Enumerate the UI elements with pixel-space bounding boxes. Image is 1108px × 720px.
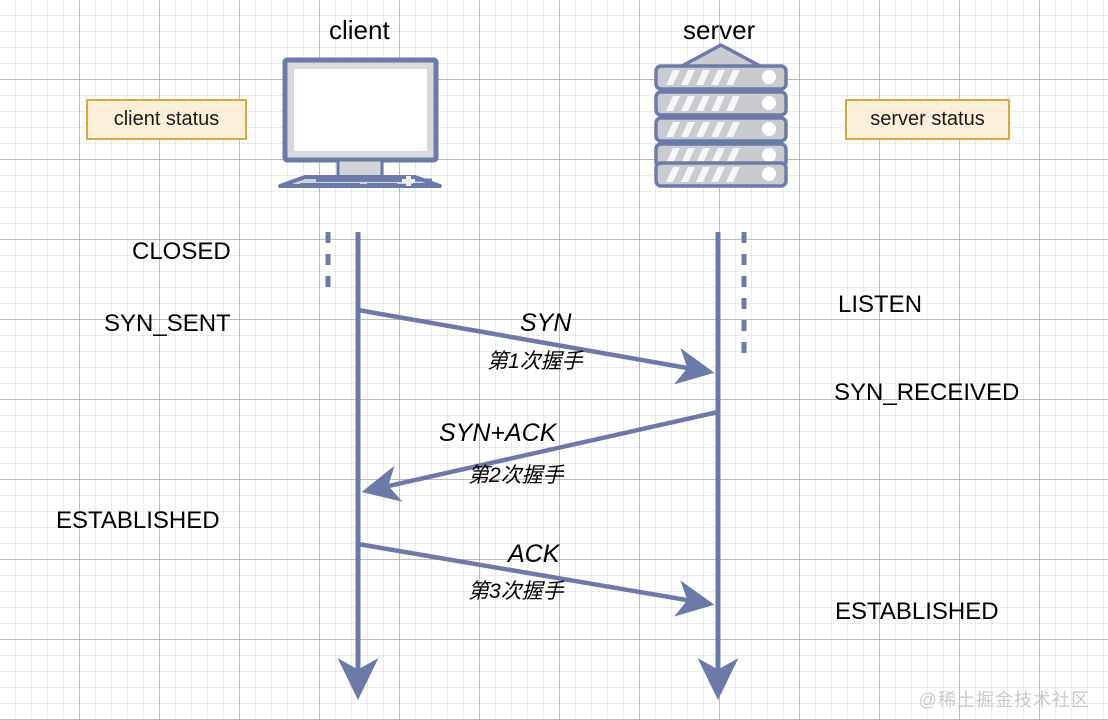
desktop-computer-icon [278,57,442,188]
message-arrow-syn [357,307,715,385]
client-state-established: ESTABLISHED [56,507,220,534]
message-step-ack: 第3次握手 [468,580,564,603]
message-arrow-syn-ack [361,409,719,502]
server-state-listen: LISTEN [838,291,923,318]
client-state-syn-sent: SYN_SENT [104,310,231,337]
server-rack-icon [654,43,788,188]
message-label-syn-ack: SYN+ACK [439,419,557,447]
client-title: client [329,15,390,45]
client-status-legend-box: client status [86,99,247,140]
client-state-closed: CLOSED [132,238,231,265]
message-step-syn: 第1次握手 [487,350,583,373]
server-status-legend-box: server status [845,99,1010,140]
message-step-syn-ack: 第2次握手 [468,464,564,487]
message-label-syn: SYN [520,309,572,337]
watermark: @稀土掘金技术社区 [918,690,1090,710]
message-arrow-ack [357,541,715,617]
server-title: server [683,15,756,45]
message-label-ack: ACK [508,540,560,568]
server-state-established: ESTABLISHED [835,598,999,625]
server-state-syn-received: SYN_RECEIVED [834,379,1020,406]
